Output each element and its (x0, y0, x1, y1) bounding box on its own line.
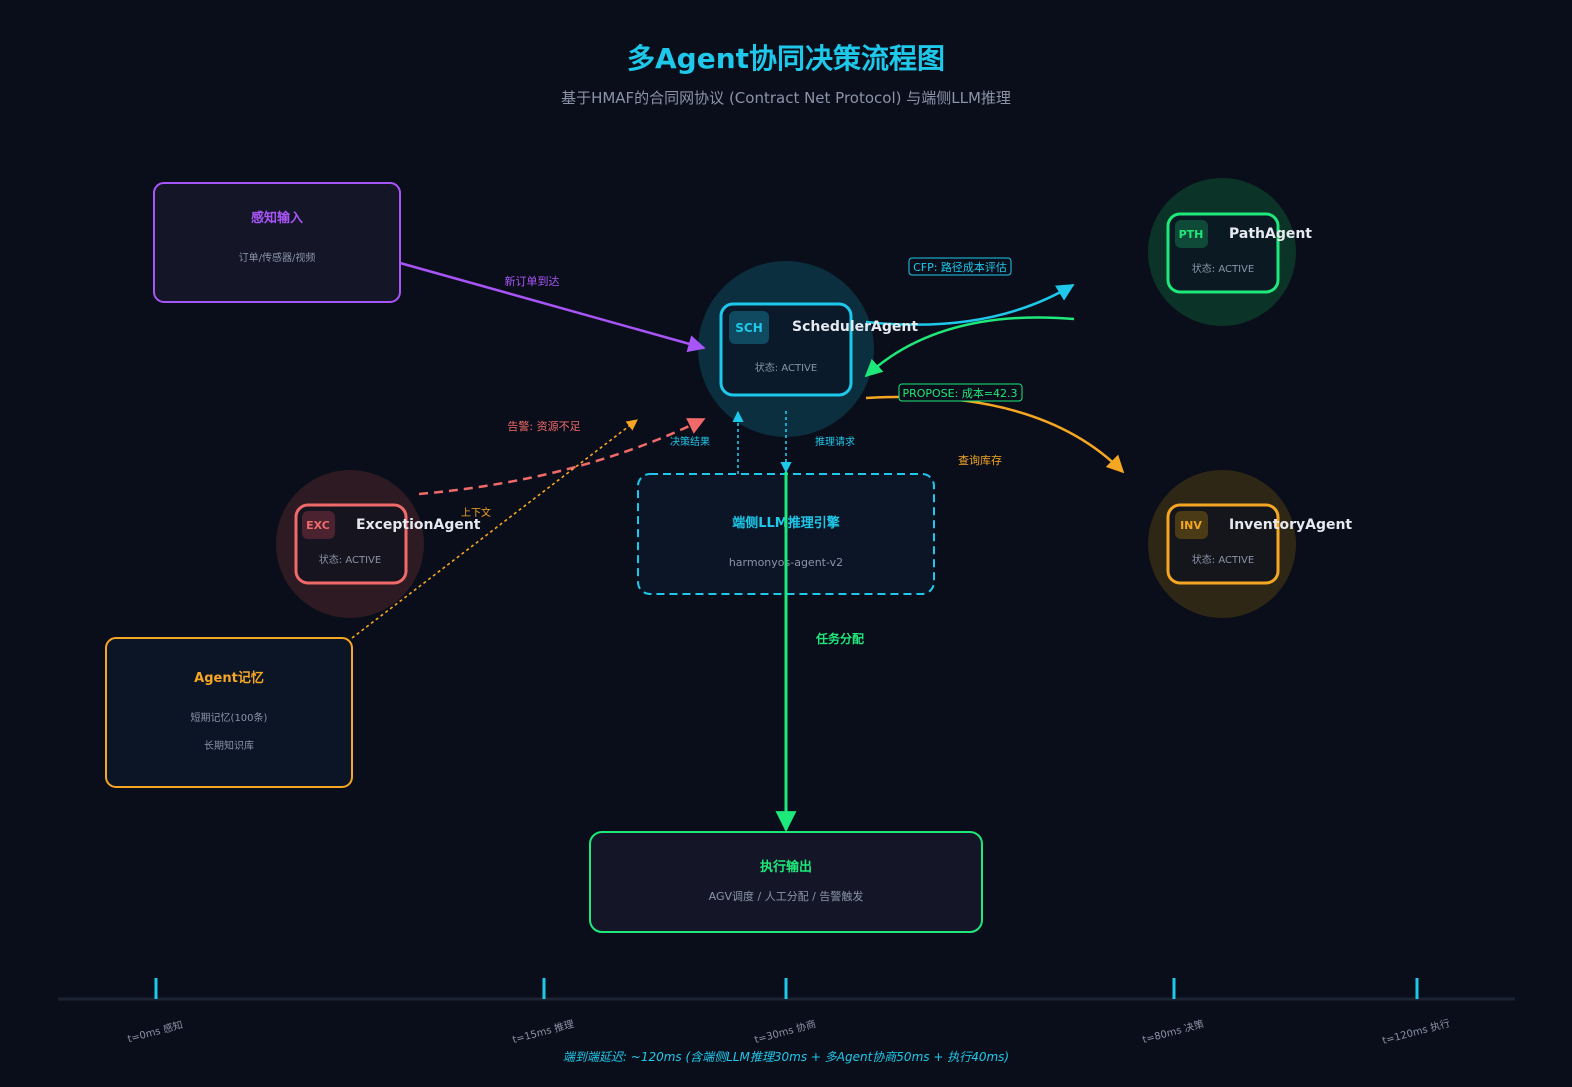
exception-badge (302, 511, 335, 539)
timeline-tick: t=0ms 感知 (126, 978, 184, 1045)
inventory-badge (1175, 511, 1208, 539)
path-status: 状态: ACTIVE (1192, 262, 1254, 275)
scheduler-status: 状态: ACTIVE (755, 361, 817, 374)
edge-label-query-inventory: 查询库存 (958, 453, 1002, 467)
inventory-agent-node[interactable]: INV InventoryAgent 状态: ACTIVE (1166, 503, 1352, 585)
perception-title: 感知输入 (251, 210, 303, 226)
svg-text:t=80ms 决策: t=80ms 决策 (1141, 1017, 1205, 1046)
edge-new-order (399, 261, 706, 353)
path-badge-text: PTH (1179, 228, 1204, 241)
scheduler-agent-node[interactable]: SCH SchedulerAgent 状态: ACTIVE (719, 302, 918, 397)
memory-title: Agent记忆 (194, 670, 264, 686)
exception-badge-text: EXC (306, 519, 330, 532)
svg-text:t=30ms 协商: t=30ms 协商 (753, 1017, 817, 1046)
scheduler-name: SchedulerAgent (792, 319, 918, 335)
edge-label-alarm: 告警: 资源不足 (507, 419, 580, 433)
exception-agent-node[interactable]: EXC ExceptionAgent 状态: ACTIVE (294, 503, 481, 585)
output-node[interactable]: 执行输出 AGV调度 / 人工分配 / 告警触发 (589, 831, 983, 933)
memory-node[interactable]: Agent记忆 短期记忆(100条) 长期知识库 (105, 637, 353, 788)
svg-text:t=15ms 推理: t=15ms 推理 (511, 1017, 575, 1046)
page-subtitle: 基于HMAF的合同网协议 (Contract Net Protocol) 与端侧… (561, 89, 1011, 107)
edge-label-context: 上下文 (461, 506, 491, 519)
timeline-summary: 端到端延迟: ~120ms (含端侧LLM推理30ms + 多Agent协商50… (563, 1050, 1009, 1064)
scheduler-badge (729, 311, 769, 344)
inventory-name: InventoryAgent (1229, 517, 1352, 533)
output-subtitle: AGV调度 / 人工分配 / 告警触发 (709, 889, 864, 903)
edge-label-propose-box (898, 383, 1023, 402)
timeline-tick: t=30ms 协商 (753, 978, 817, 1046)
edge-alarm (418, 417, 706, 496)
timeline-tick: t=80ms 决策 (1141, 978, 1205, 1046)
edge-label-cfp: CFP: 路径成本评估 (913, 260, 1007, 274)
inventory-status: 状态: ACTIVE (1192, 553, 1254, 566)
memory-line1: 短期记忆(100条) (191, 711, 268, 724)
edge-label-decision-result: 决策结果 (670, 435, 710, 448)
timeline-tick: t=120ms 执行 (1381, 978, 1452, 1047)
path-agent-node[interactable]: PTH PathAgent 状态: ACTIVE (1166, 212, 1312, 294)
edge-label-cfp-box (908, 257, 1012, 276)
exception-name: ExceptionAgent (356, 517, 481, 533)
edge-label-new-order: 新订单到达 (505, 274, 560, 288)
path-name: PathAgent (1229, 226, 1312, 242)
page-title: 多Agent协同决策流程图 (627, 42, 945, 75)
inventory-badge-text: INV (1180, 519, 1202, 532)
edge-label-inference-request: 推理请求 (815, 435, 855, 448)
output-title: 执行输出 (760, 859, 812, 875)
memory-line2: 长期知识库 (204, 739, 254, 752)
edge-path-reply (864, 316, 1075, 378)
exception-status: 状态: ACTIVE (319, 553, 381, 566)
svg-text:t=120ms 执行: t=120ms 执行 (1381, 1016, 1452, 1047)
svg-text:t=0ms 感知: t=0ms 感知 (126, 1018, 184, 1045)
edge-cfp (865, 283, 1075, 326)
perception-subtitle: 订单/传感器/视频 (239, 251, 316, 264)
edge-label-task-assign: 任务分配 (815, 631, 864, 646)
timeline-tick: t=15ms 推理 (511, 978, 575, 1046)
edge-label-propose: PROPOSE: 成本=42.3 (902, 386, 1017, 400)
scheduler-badge-text: SCH (735, 321, 763, 335)
perception-node[interactable]: 感知输入 订单/传感器/视频 (153, 182, 401, 303)
path-badge (1175, 220, 1208, 248)
timeline-ticks: t=0ms 感知 t=15ms 推理 t=30ms 协商 t=80ms 决策 t… (126, 978, 1451, 1047)
